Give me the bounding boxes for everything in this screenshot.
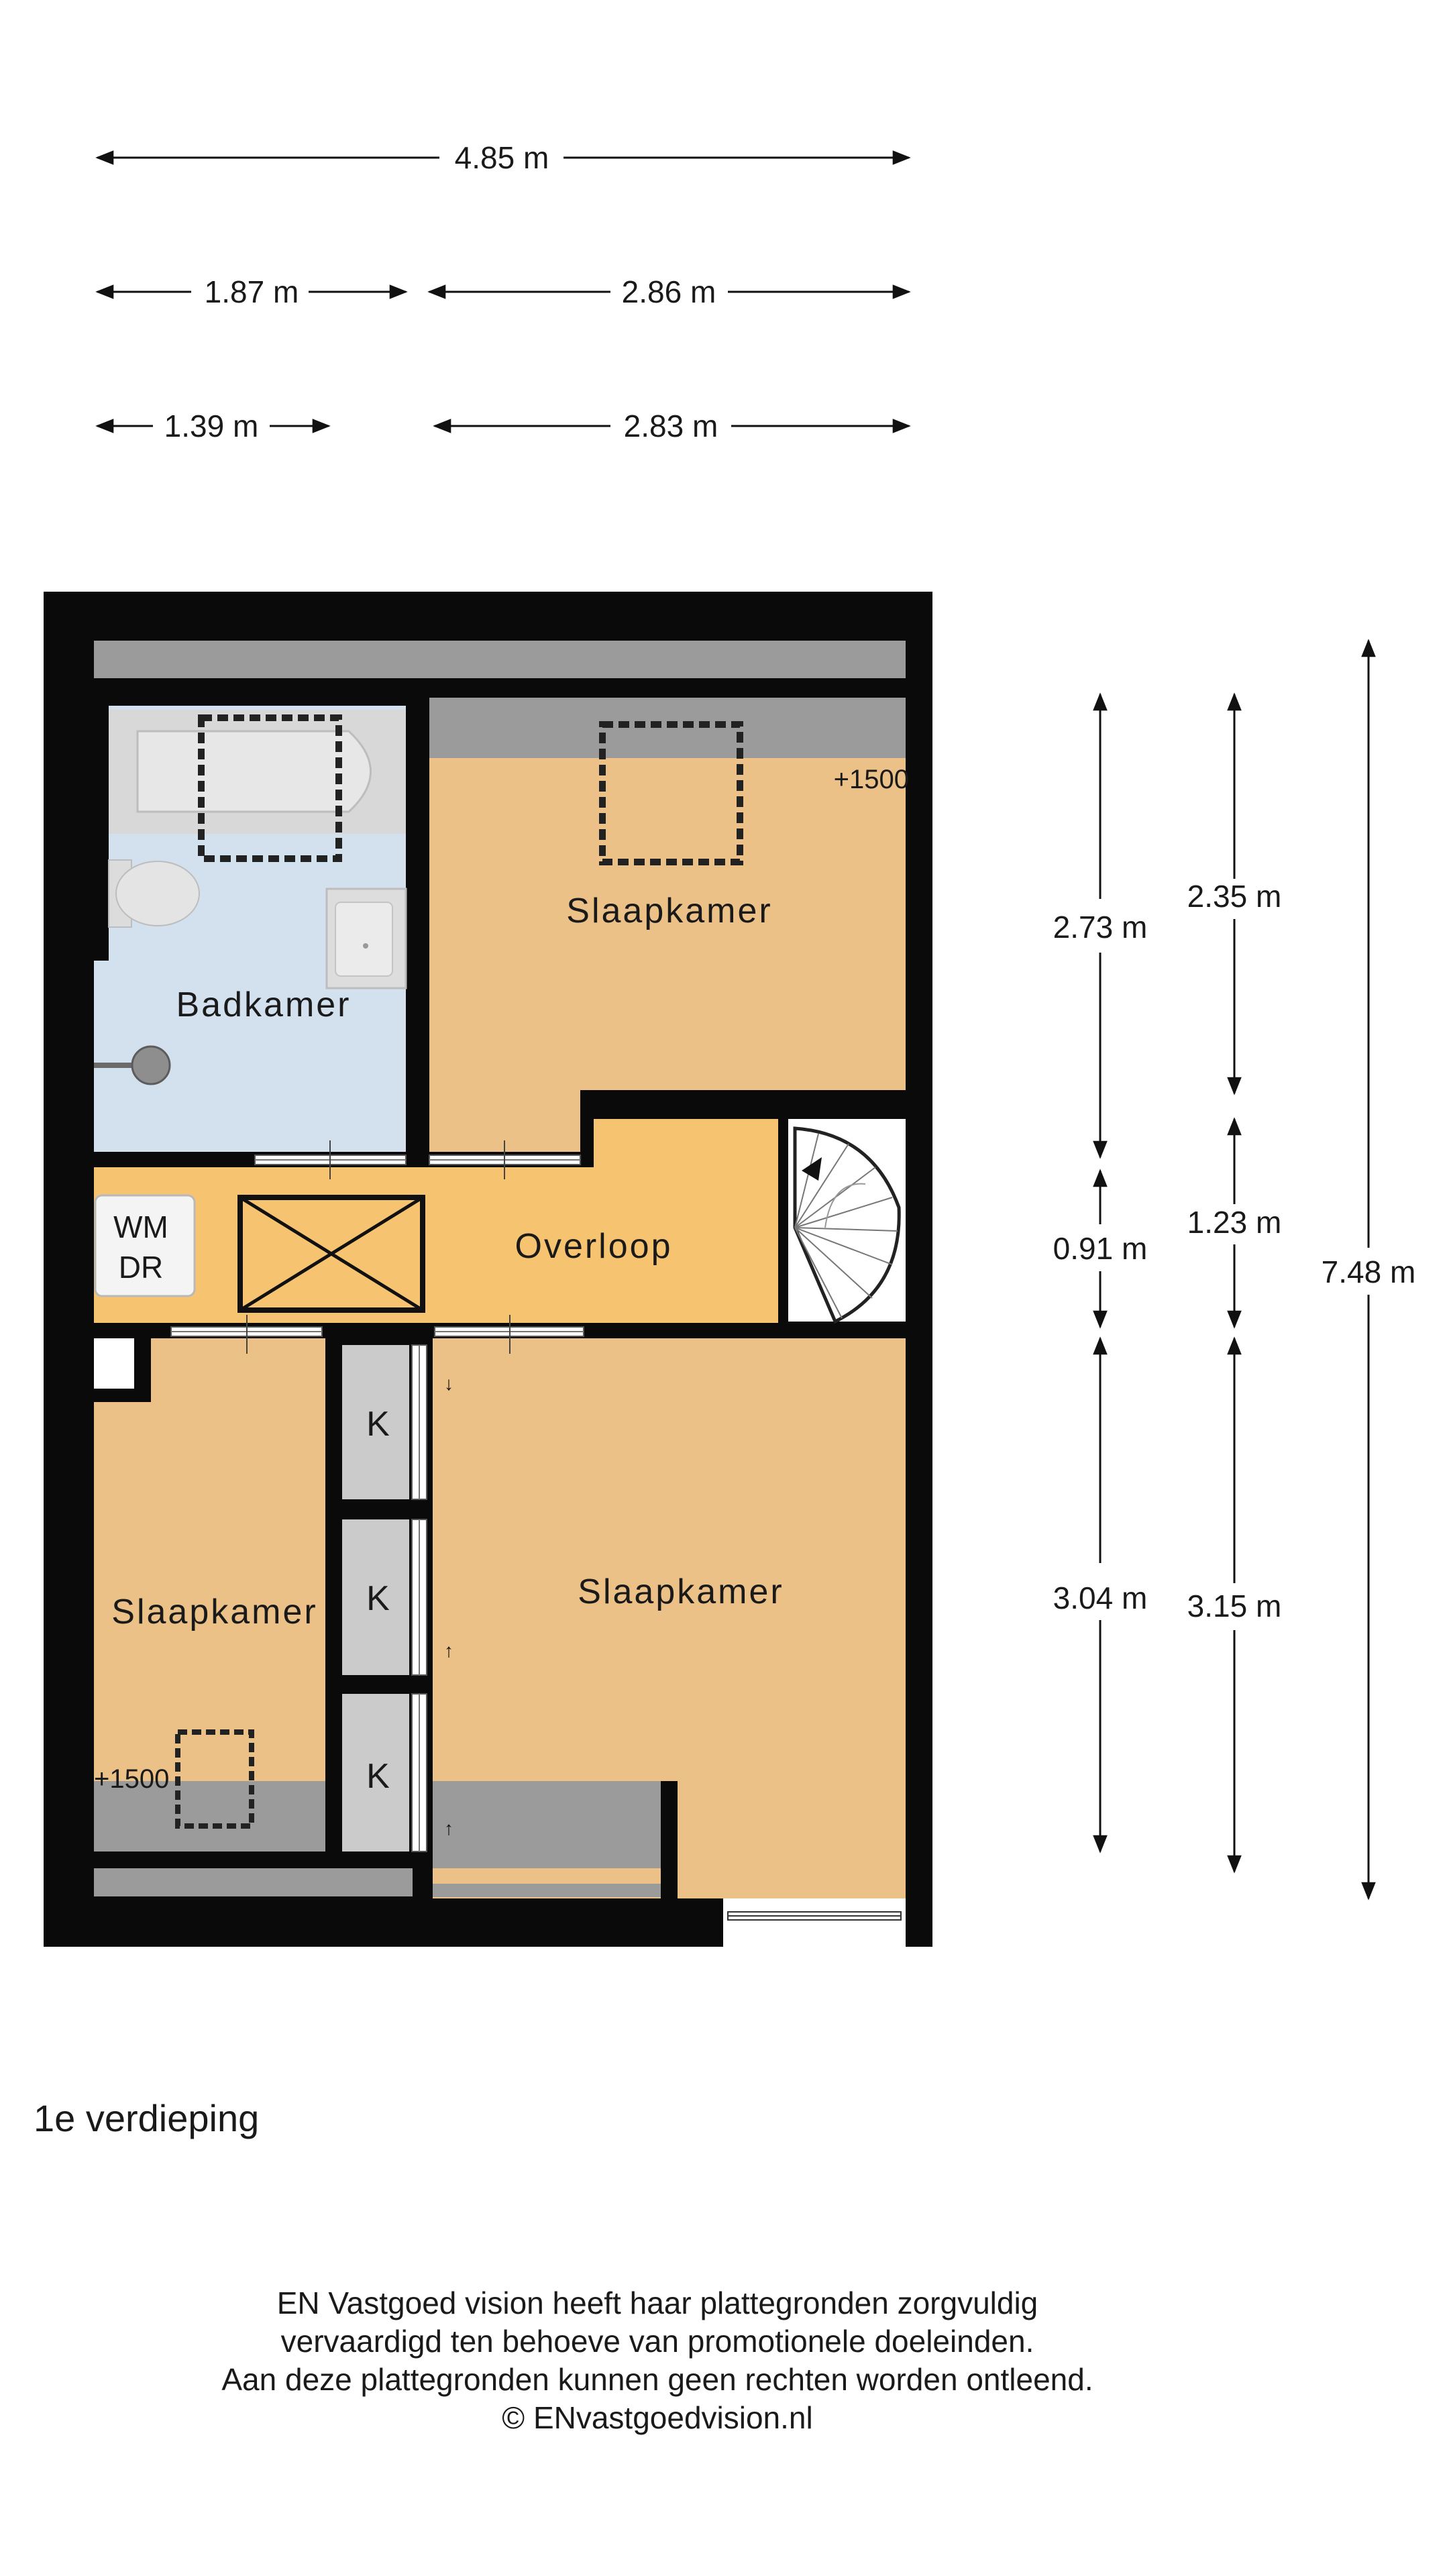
bathtub-icon: [109, 710, 406, 834]
dimension-depth-a-top: 2.73 m: [1053, 692, 1148, 1159]
bedroom-right-wall-stub: [661, 1781, 678, 1898]
dimension-depth-b-bottom: 3.15 m: [1187, 1336, 1282, 1874]
door-bathroom: [254, 1140, 407, 1179]
bedroom-left-floor: [94, 1338, 325, 1851]
dimension-depth-a-mid: 0.91 m: [1053, 1169, 1148, 1329]
disclaimer-line: Aan deze plattegronden kunnen geen recht…: [221, 2362, 1093, 2397]
dimension-label: 4.85 m: [455, 140, 549, 175]
roof-slope-top: [94, 641, 906, 678]
dimension-width-inner-right: 2.83 m: [433, 409, 911, 443]
bedroom-right-slope: [433, 1781, 661, 1868]
room-label-bathroom: Badkamer: [176, 985, 352, 1024]
dimension-label: 1.87 m: [205, 274, 299, 309]
dimension-label: 3.15 m: [1187, 1589, 1282, 1623]
bottom-window: [723, 1898, 906, 1947]
floor-title: 1e verdieping: [34, 2097, 260, 2139]
dimension-depth-b-mid: 1.23 m: [1187, 1117, 1282, 1329]
room-label-bedroom-top: Slaapkamer: [566, 892, 772, 930]
disclaimer-line: EN Vastgoed vision heeft haar plattegron…: [276, 2286, 1038, 2320]
room-label-landing: Overloop: [515, 1227, 673, 1266]
spiral-stair-icon: [793, 1126, 901, 1324]
svg-text:↑: ↑: [444, 1818, 453, 1839]
dimension-depth-a-bottom: 3.04 m: [1053, 1336, 1148, 1854]
shower-icon: [94, 1045, 171, 1085]
disclaimer-copyright: © ENvastgoedvision.nl: [502, 2400, 813, 2435]
dimension-depth-b-top: 2.35 m: [1187, 692, 1282, 1095]
disclaimer-line: vervaardigd ten behoeve van promotionele…: [280, 2324, 1034, 2359]
dimension-label: 1.39 m: [164, 409, 259, 443]
height-annotation-top: +1500: [834, 765, 909, 794]
dimension-label: 1.23 m: [1187, 1205, 1282, 1240]
door-bedroom-left: [170, 1315, 323, 1354]
washer-label: WM: [113, 1210, 168, 1244]
room-label-closet-3: K: [366, 1757, 392, 1796]
skylight-bathroom: [198, 714, 342, 862]
room-label-closet-1: K: [366, 1405, 392, 1444]
dimension-label: 2.73 m: [1053, 910, 1148, 945]
disclaimer: EN Vastgoed vision heeft haar plattegron…: [0, 2284, 1315, 2437]
dimension-label: 7.48 m: [1322, 1254, 1416, 1289]
door-bedroom-top: [429, 1140, 581, 1179]
dimension-total-depth: 7.48 m: [1322, 639, 1416, 1900]
dimension-width-inner-left: 1.39 m: [95, 409, 331, 443]
dimension-width-top-right: 2.86 m: [427, 274, 911, 309]
washer-dryer: WM DR: [94, 1194, 196, 1297]
landing-upper-floor: [594, 1119, 778, 1173]
svg-text:↓: ↓: [444, 1373, 453, 1394]
bedroom-left-slope: [94, 1781, 325, 1851]
attic-hatch-icon: [237, 1195, 425, 1313]
bathroom-wall-stub: [94, 706, 109, 961]
bedroom-top-floor: [429, 698, 906, 1090]
closet-3-floor: [342, 1694, 409, 1851]
dimension-label: 0.91 m: [1053, 1231, 1148, 1266]
dimension-total-width: 4.85 m: [95, 140, 911, 175]
dimension-width-top-left: 1.87 m: [95, 274, 408, 309]
dimension-label: 2.83 m: [624, 409, 718, 443]
roof-slope-bottom-mid: [433, 1884, 661, 1897]
door-bedroom-right: [434, 1315, 584, 1354]
sink-icon: [325, 888, 407, 989]
height-annotation-left: +1500: [94, 1764, 169, 1794]
dimension-label: 3.04 m: [1053, 1580, 1148, 1615]
svg-text:↑: ↑: [444, 1640, 453, 1661]
room-label-bedroom-left: Slaapkamer: [111, 1593, 317, 1631]
dimension-label: 2.35 m: [1187, 879, 1282, 914]
closet-2-floor: [342, 1519, 409, 1675]
toilet-icon: [108, 859, 200, 928]
closet-sliding-doors: ↓ ↑ ↑: [411, 1344, 453, 1852]
roof-slope-bottom-left: [94, 1868, 413, 1896]
dryer-label: DR: [119, 1250, 163, 1285]
dimension-label: 2.86 m: [622, 274, 716, 309]
chimney-inner: [94, 1338, 134, 1389]
skylight-bedroom-left: [175, 1729, 254, 1829]
skylight-bedroom-top: [599, 721, 743, 865]
room-label-closet-2: K: [366, 1579, 392, 1618]
closet-1-floor: [342, 1345, 409, 1499]
landing-floor: [94, 1167, 778, 1323]
room-label-bedroom-right: Slaapkamer: [578, 1572, 784, 1611]
